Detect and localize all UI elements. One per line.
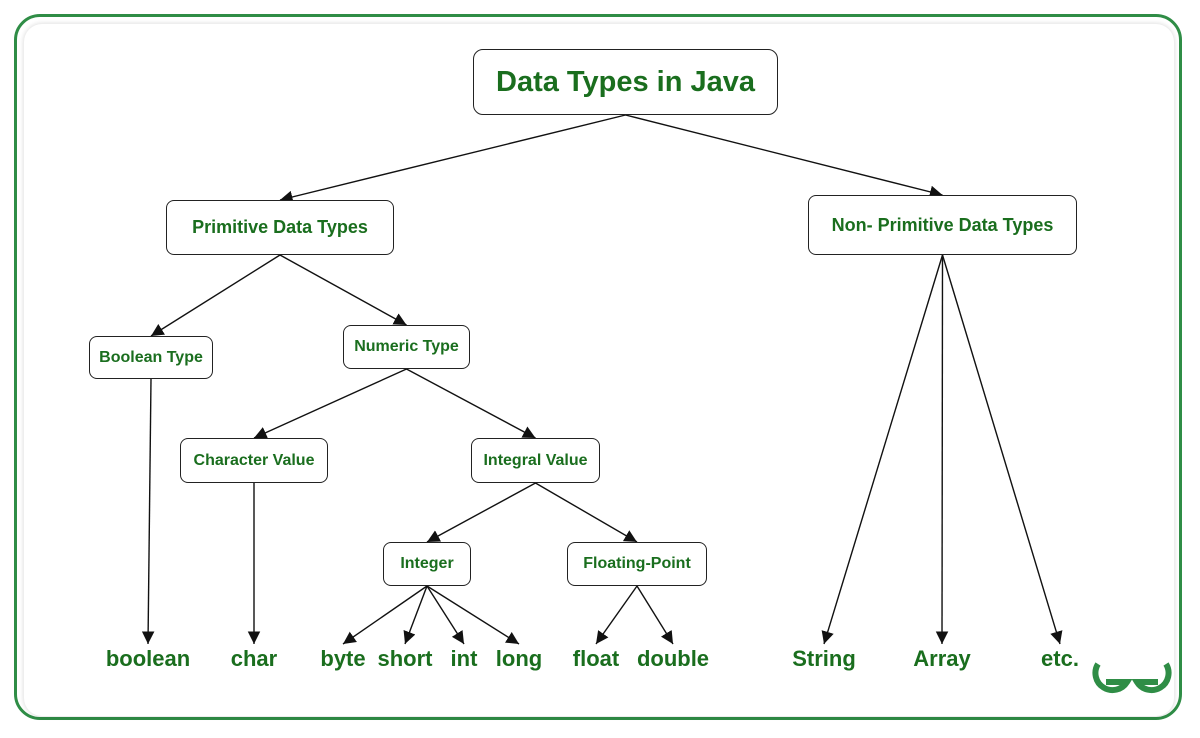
- edge-integer-to-short: [403, 585, 428, 645]
- leaf-short: short: [377, 646, 433, 671]
- edge-integer-to-long: [426, 585, 520, 645]
- node-primitive-data-types: Primitive Data Types: [166, 200, 394, 255]
- leaf-int: int: [450, 646, 478, 671]
- edge-integer-to-int: [426, 585, 465, 645]
- leaf-double: double: [636, 646, 710, 671]
- outer-frame: [14, 14, 1182, 720]
- leaf-string: String: [792, 646, 856, 671]
- edge-integral_value-to-floating_point: [535, 482, 638, 543]
- node-non-primitive-data-types: Non- Primitive Data Types: [808, 195, 1077, 255]
- leaf-long: long: [495, 646, 543, 671]
- edge-primitive-to-numeric_type: [279, 254, 407, 326]
- edge-numeric_type-to-integral_value: [406, 368, 536, 439]
- leaf-float: float: [572, 646, 620, 671]
- edge-root-to-non_primitive: [625, 114, 943, 199]
- edge-non_primitive-to-etc: [941, 254, 1063, 645]
- node-data-types-in-java: Data Types in Java: [473, 49, 778, 115]
- edge-floating_point-to-double: [636, 585, 674, 645]
- leaf-boolean: boolean: [105, 646, 191, 671]
- node-boolean-type: Boolean Type: [89, 336, 213, 379]
- edge-root-to-primitive: [279, 114, 626, 204]
- node-numeric-type: Numeric Type: [343, 325, 470, 369]
- leaf-etc: etc.: [1041, 646, 1079, 671]
- node-floating-point: Floating-Point: [567, 542, 707, 586]
- edge-integral_value-to-integer: [426, 482, 536, 543]
- edge-non_primitive-to-array: [935, 254, 949, 645]
- edge-non_primitive-to-string: [821, 254, 944, 645]
- leaf-array: Array: [913, 646, 971, 671]
- edge-integer-to-byte: [342, 585, 428, 645]
- node-integer: Integer: [383, 542, 471, 586]
- node-character-value: Character Value: [180, 438, 328, 483]
- edge-primitive-to-boolean_type: [150, 254, 281, 337]
- edge-boolean_type-to-boolean: [141, 378, 155, 645]
- leaf-char: char: [230, 646, 278, 671]
- geeksforgeeks-logo-icon: [1092, 662, 1172, 694]
- edge-floating_point-to-float: [595, 585, 638, 645]
- leaf-byte: byte: [320, 646, 366, 671]
- edge-group: [141, 114, 1063, 645]
- node-integral-value: Integral Value: [471, 438, 600, 483]
- edge-numeric_type-to-character_value: [253, 368, 407, 439]
